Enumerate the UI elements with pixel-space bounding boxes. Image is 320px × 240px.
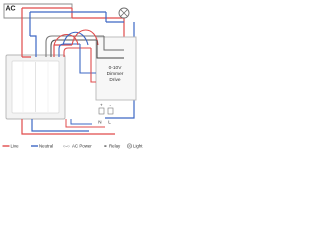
legend-light-icon — [126, 143, 133, 149]
legend: Live Neutral ○-○ AC Power ≡ Relay Light — [2, 143, 143, 149]
ac-label: AC — [6, 6, 16, 13]
neutral-trunk-wire — [29, 11, 82, 36]
drive-input-live — [90, 48, 96, 83]
live-to-switch-wire — [21, 38, 31, 58]
terminal-l: L — [108, 120, 111, 125]
wiring-diagram: AC 0-10V Dimmer Drive — [2, 3, 143, 149]
legend-relay-symbol: ≡ — [104, 144, 107, 149]
bottom-neutral-wire — [31, 119, 89, 132]
legend-ac-symbol: ○-○ — [63, 144, 70, 149]
drive-label-line2: Dimmer — [107, 71, 124, 77]
live-trunk-wire — [21, 7, 73, 38]
light-bulb — [118, 7, 130, 19]
arc-2 — [62, 31, 89, 46]
drive-input-control-1 — [103, 36, 124, 51]
switch-return-neutral — [70, 119, 92, 125]
legend-live-label: Live — [11, 144, 20, 149]
arc-1 — [53, 33, 79, 46]
legend-neutral-label: Neutral — [39, 144, 53, 149]
control-wire-blue — [58, 43, 80, 57]
drive-input-control-2 — [96, 40, 124, 59]
terminal-plus: + — [100, 103, 103, 108]
bottom-live-wire — [21, 119, 115, 135]
terminal-n: N — [98, 120, 101, 125]
legend-light-label: Light — [133, 144, 143, 149]
neutral-to-switch-wire — [30, 35, 37, 57]
legend-light-cross-icon — [128, 144, 131, 148]
switch-return-live — [65, 119, 105, 128]
neutral-to-drive-wire — [82, 11, 124, 23]
dimmer-drive-box: 0-10V Dimmer Drive — [95, 36, 137, 101]
terminal-minus: - — [110, 103, 112, 108]
drive-label-line1: 0-10V — [109, 65, 123, 71]
legend-relay-label: Relay — [109, 144, 121, 149]
control-wire-grey — [45, 35, 104, 57]
wall-switch-panel — [5, 54, 66, 120]
drive-label-line3: Drive — [109, 77, 121, 83]
drive-terminals: + - N L — [98, 103, 114, 125]
control-wire-red — [63, 47, 91, 57]
ac-power-source: AC — [3, 3, 73, 19]
legend-ac-label: AC Power — [72, 144, 92, 149]
